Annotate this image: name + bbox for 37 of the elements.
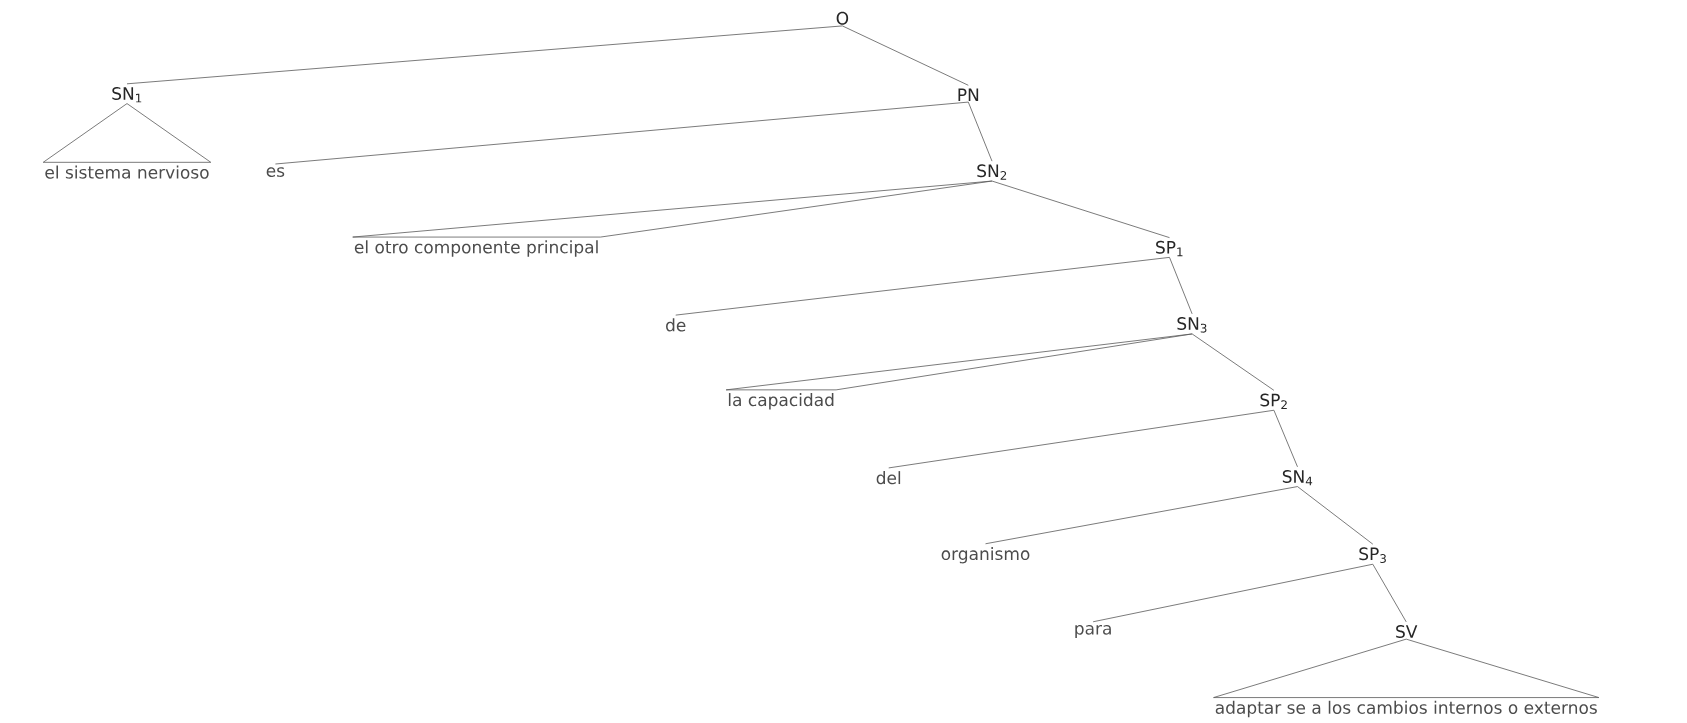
category-label: PN — [958, 88, 979, 101]
tree-line — [842, 25, 969, 86]
triangle-connector — [725, 333, 1193, 391]
leaf-text: de — [666, 318, 686, 332]
leaf-text: el sistema nervioso — [45, 165, 209, 179]
tree-line — [675, 256, 1170, 316]
tree-line — [991, 180, 1170, 239]
category-label: SN$_{2}$ — [977, 164, 1007, 180]
leaf-text: la capacidad — [728, 393, 834, 410]
tree-line — [985, 486, 1298, 545]
tree-line — [1092, 563, 1374, 623]
leaf-text: organismo — [941, 546, 1030, 564]
category-label: SN$_{3}$ — [1177, 317, 1207, 333]
tree-line — [126, 25, 843, 85]
leaf-text: del — [876, 471, 901, 485]
leaf-text: para — [1075, 624, 1111, 638]
tree-line — [1169, 256, 1193, 315]
category-label: SN$_{1}$ — [112, 87, 142, 103]
tree-line — [967, 101, 993, 162]
tree-line — [888, 409, 1275, 469]
category-label: SV — [1396, 625, 1418, 638]
leaf-text: adaptar se a los cambios internos o externos — [1215, 700, 1597, 718]
category-label: SN$_{4}$ — [1282, 470, 1313, 486]
leaf-text: el otro componente principal — [354, 240, 598, 257]
category-label: O — [836, 11, 849, 25]
tree-line — [1191, 333, 1275, 391]
triangle-connector — [1213, 638, 1600, 698]
tree-line — [1372, 563, 1407, 623]
tree-line — [1273, 409, 1298, 468]
category-label: SP$_{3}$ — [1359, 547, 1386, 564]
triangle-connector — [352, 180, 993, 238]
category-label: SP$_{1}$ — [1156, 240, 1183, 257]
tree-line — [1297, 486, 1374, 545]
tree-line — [275, 101, 969, 165]
triangle-connector — [42, 103, 212, 163]
category-label: SP$_{2}$ — [1260, 393, 1287, 410]
leaf-text: es — [266, 167, 285, 177]
